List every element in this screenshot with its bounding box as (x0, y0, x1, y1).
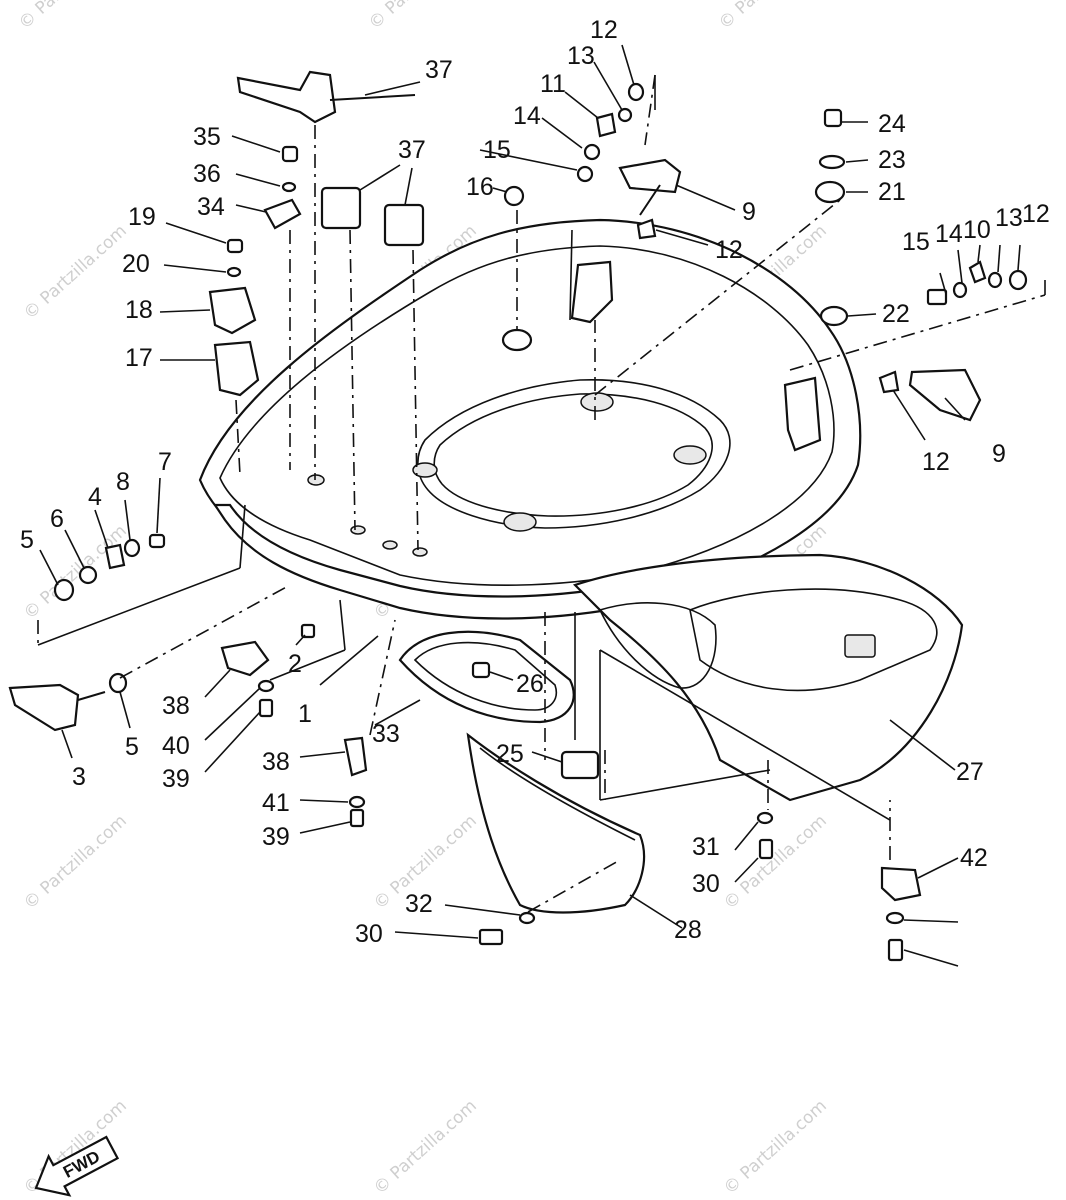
callout-40: 42 (960, 844, 988, 872)
callout-7: 7 (158, 448, 172, 476)
callout-29: 30 (692, 870, 720, 898)
callout-1: 1 (298, 700, 312, 728)
callout-34: 36 (193, 160, 221, 188)
callout-14: 14 (513, 102, 541, 130)
callout-30: 31 (692, 833, 720, 861)
callout-4: 4 (88, 483, 102, 511)
watermark-text: © Partzilla.com (720, 811, 831, 914)
callout-22: 22 (882, 300, 910, 328)
callout-12: 12 (1022, 200, 1050, 228)
callout-15: 15 (902, 228, 930, 256)
callout-32: 34 (197, 193, 225, 221)
callout-12: 12 (590, 16, 618, 44)
watermark-text: © Partzilla.com (720, 1096, 831, 1199)
callout-39: 40 (162, 732, 190, 760)
apron-front (466, 732, 645, 914)
callout-27: 27 (956, 758, 984, 786)
callout-9: 9 (742, 198, 756, 226)
callout-6: 6 (50, 505, 64, 533)
callout-39: 41 (262, 789, 290, 817)
callout-29: 30 (355, 920, 383, 948)
callout-15: 15 (483, 136, 511, 164)
callout-33: 35 (193, 123, 221, 151)
callout-19: 19 (128, 203, 156, 231)
callout-26: 26 (516, 670, 544, 698)
callout-5: 5 (125, 733, 139, 761)
callout-21: 21 (878, 178, 906, 206)
callout-3: 3 (72, 763, 86, 791)
callout-labels: 37 35 36 34 19 20 18 17 37 16 15 14 11 1… (20, 16, 1050, 948)
callout-2: 2 (288, 650, 302, 678)
callout-16: 16 (466, 173, 494, 201)
watermark-text: © Partzilla.com (20, 811, 131, 914)
callout-14: 14 (935, 220, 963, 248)
leader-lines (37, 74, 1046, 913)
callout-11: 11 (540, 70, 566, 98)
callout-28: 28 (674, 916, 702, 944)
apron-rear (572, 553, 964, 802)
watermark-text: © Partzilla.com (20, 521, 131, 624)
callout-leaders (39, 44, 1021, 967)
watermark-text: © Partzilla.com (15, 0, 126, 34)
callout-13: 13 (995, 204, 1023, 232)
watermark-text: © Partzilla.com (20, 221, 131, 324)
callout-23: 23 (878, 146, 906, 174)
callout-18: 18 (125, 296, 153, 324)
callout-5: 5 (20, 526, 34, 554)
watermark-text: © Partzilla.com (365, 0, 476, 34)
callout-24: 24 (878, 110, 906, 138)
watermark-text: © Partzilla.com (715, 0, 826, 34)
callout-35: 37 (425, 56, 453, 84)
watermark-text: © Partzilla.com (370, 1096, 481, 1199)
callout-25: 25 (496, 740, 524, 768)
callout-8: 8 (116, 468, 130, 496)
callout-38: 39 (262, 823, 290, 851)
callout-20: 20 (122, 250, 150, 278)
callout-12: 12 (715, 236, 743, 264)
callout-12: 12 (922, 448, 950, 476)
small-parts (8, 70, 1028, 962)
callout-9: 9 (992, 440, 1006, 468)
callout-37: 38 (262, 748, 290, 776)
callout-10: 10 (963, 216, 991, 244)
callout-30: 32 (405, 890, 433, 918)
callout-36: 37 (398, 136, 426, 164)
callout-31: 33 (372, 720, 400, 748)
callout-38: 39 (162, 765, 190, 793)
watermark-text: © Partzilla.com (20, 1096, 131, 1199)
bottom-cowling (198, 218, 862, 620)
callout-37: 38 (162, 692, 190, 720)
callout-13: 13 (567, 42, 595, 70)
callout-17: 17 (125, 344, 153, 372)
